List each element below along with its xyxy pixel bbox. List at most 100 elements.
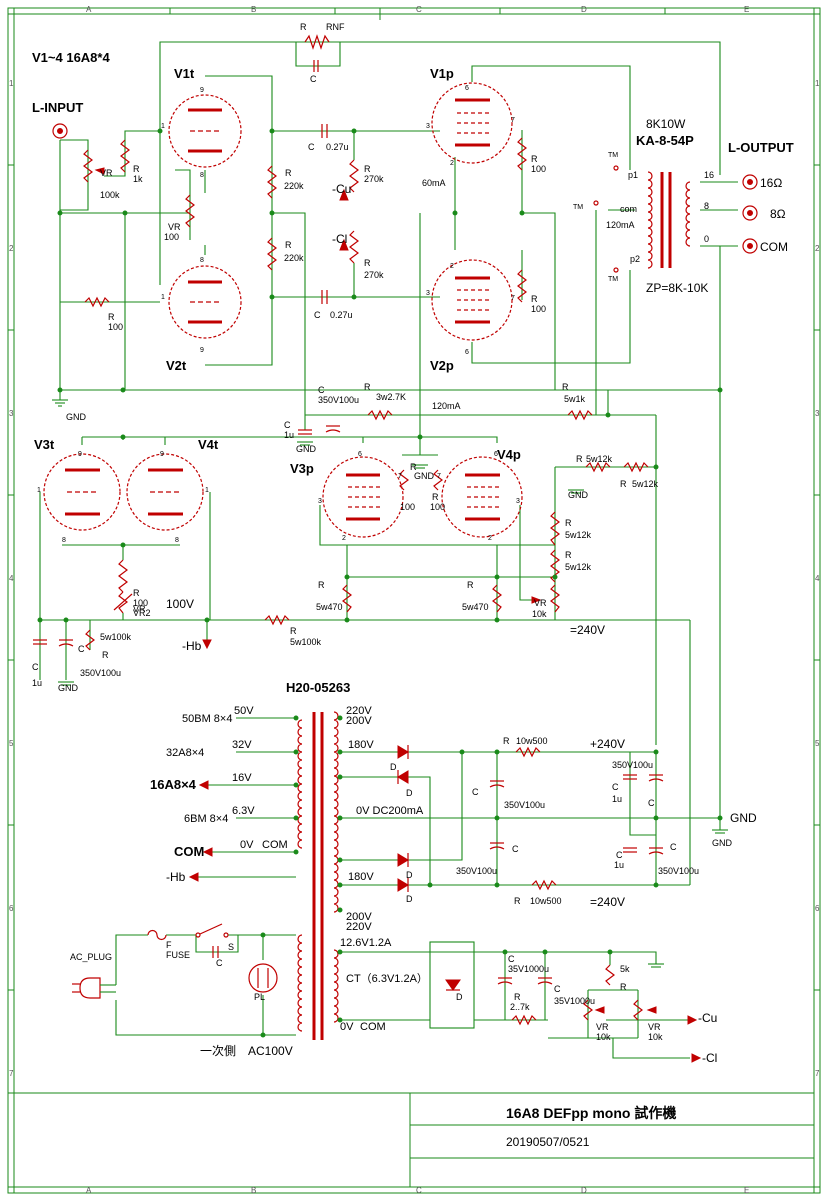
tap-16: 16 bbox=[704, 170, 714, 180]
r100-v3t-value: 100 bbox=[133, 598, 148, 608]
r100p-b-label: R bbox=[531, 294, 538, 304]
pt-0vdc: 0V DC200mA bbox=[356, 805, 424, 817]
tm-3: TM bbox=[608, 276, 618, 283]
pt-180a: 180V bbox=[348, 739, 374, 751]
r220k-b-label: R bbox=[285, 240, 292, 250]
tm-2: TM bbox=[573, 204, 583, 211]
r270k-b-label: R bbox=[364, 258, 371, 268]
r270k-a-value: 270k bbox=[364, 174, 384, 184]
cc2-value: 0.27u bbox=[330, 310, 353, 320]
pilot-lamp-icon bbox=[248, 963, 278, 993]
r1k-value: 1k bbox=[133, 174, 143, 184]
svg-text:7: 7 bbox=[437, 473, 441, 480]
switch-label: S bbox=[228, 942, 234, 952]
input-vr bbox=[83, 149, 93, 183]
ruler-col-e: E bbox=[744, 5, 749, 14]
power-wiring bbox=[115, 717, 720, 1059]
tap-0: 0 bbox=[704, 234, 709, 244]
svg-text:3: 3 bbox=[426, 290, 430, 297]
output-8-jack-icon bbox=[742, 205, 758, 221]
r100-v4-label: R bbox=[432, 492, 439, 502]
ruler-col-c-bottom: C bbox=[416, 1186, 422, 1195]
svg-text:6: 6 bbox=[358, 451, 362, 458]
tube-v1p bbox=[431, 82, 513, 164]
vplus240-label: +240V bbox=[590, 737, 625, 751]
heater-cu-label: -Cu bbox=[698, 1011, 717, 1025]
diode-icon bbox=[397, 745, 409, 759]
cu-label: -Cu bbox=[332, 182, 351, 196]
tm-1: TM bbox=[608, 152, 618, 159]
svg-text:2: 2 bbox=[488, 535, 492, 542]
pt-com-big: COM bbox=[174, 844, 204, 859]
tube-v4t bbox=[126, 453, 204, 531]
ot-zp: ZP=8K-10K bbox=[646, 281, 708, 295]
sheet-frame bbox=[7, 7, 821, 1194]
pt-126: 12.6V1.2A bbox=[340, 937, 392, 949]
ot-labels: 8K10W KA-8-54P ZP=8K-10K p1 p2 com 120mA… bbox=[573, 117, 708, 295]
svg-text:2: 2 bbox=[450, 160, 454, 167]
r27k-h-value: 2..7k bbox=[510, 1002, 530, 1012]
ot-current: 120mA bbox=[606, 220, 635, 230]
r500-a-value: 10w500 bbox=[516, 736, 548, 746]
v1p-label: V1p bbox=[430, 66, 454, 81]
driver-components bbox=[33, 461, 649, 651]
r100-value: 100 bbox=[108, 322, 123, 332]
c1000-b-value: 35V1000u bbox=[554, 996, 595, 1006]
r12k-c-label: R bbox=[565, 518, 572, 528]
c1000-a-value: 35V1000u bbox=[508, 964, 549, 974]
r100p-a-label: R bbox=[531, 154, 538, 164]
svg-text:8: 8 bbox=[200, 257, 204, 264]
rnf-resistor bbox=[304, 34, 330, 50]
ruler-col-d: D bbox=[581, 5, 587, 14]
gnd-icon bbox=[297, 441, 313, 446]
pt-16a8: 16A8×4 bbox=[150, 777, 197, 792]
gnd-c-label: GND bbox=[414, 471, 435, 481]
header-note: V1~4 16A8*4 bbox=[32, 50, 110, 65]
ruler-labels: A B C D E A B C D E 1 2 3 4 5 6 7 1 2 3 … bbox=[9, 5, 820, 1195]
gnd-main-label: GND bbox=[730, 811, 757, 825]
vr-input-value: 100k bbox=[100, 190, 120, 200]
input-label: L-INPUT bbox=[32, 100, 83, 115]
gnd-icon bbox=[648, 963, 664, 968]
r12k-d-value: 5w12k bbox=[565, 562, 592, 572]
ot-rating: 8K10W bbox=[646, 117, 686, 131]
rnf-r-label: R bbox=[300, 22, 307, 32]
switch-c-label: C bbox=[216, 958, 223, 968]
pt-primary: 一次側 AC100V bbox=[200, 1044, 293, 1058]
v1t-label: V1t bbox=[174, 66, 195, 81]
bplus-c-label: C bbox=[318, 385, 325, 395]
r270k-a-label: R bbox=[364, 164, 371, 174]
title-text: 16A8 DEFpp mono 試作機 bbox=[506, 1105, 676, 1121]
vr-h-b-value: 10k bbox=[648, 1032, 663, 1042]
vr-h-b-label: VR bbox=[648, 1022, 661, 1032]
gnd-b-label: GND bbox=[66, 412, 87, 422]
gnd-d-label: GND bbox=[568, 490, 589, 500]
ruler-row-4: 4 bbox=[9, 574, 14, 583]
d3-label: D bbox=[406, 870, 413, 880]
r470-b-value: 5w470 bbox=[462, 602, 489, 612]
v240-label: =240V bbox=[570, 623, 605, 637]
pt-v16: 16V bbox=[232, 772, 252, 784]
svg-text:9: 9 bbox=[160, 451, 164, 458]
ruler-row-3: 3 bbox=[9, 409, 14, 418]
pt-220a: 220V bbox=[346, 705, 372, 717]
rnf-label: RNF bbox=[326, 22, 345, 32]
output-com-jack-icon bbox=[742, 238, 758, 254]
title-block: 16A8 DEFpp mono 試作機 20190507/0521 bbox=[8, 1092, 814, 1187]
r1k5w-value: 5w1k bbox=[564, 394, 586, 404]
v4t-label: V4t bbox=[198, 437, 219, 452]
r5k-label: R bbox=[620, 982, 627, 992]
rnf-c-label: C bbox=[310, 74, 317, 84]
out-16-label: 16Ω bbox=[760, 176, 782, 190]
component-labels: R RNF C VR 100k R 1k VR 100 R 100 R 220k… bbox=[32, 22, 733, 1042]
power-components bbox=[72, 745, 702, 1063]
v3t-label: V3t bbox=[34, 437, 55, 452]
r100k-b-label: R bbox=[102, 650, 109, 660]
svg-text:1: 1 bbox=[161, 123, 165, 130]
tube-v3p bbox=[322, 456, 404, 538]
c1u-a-label: C bbox=[284, 420, 291, 430]
c-ps-a-value: 350V100u bbox=[504, 800, 545, 810]
svg-text:6: 6 bbox=[465, 85, 469, 92]
gnd-icon bbox=[52, 399, 68, 407]
